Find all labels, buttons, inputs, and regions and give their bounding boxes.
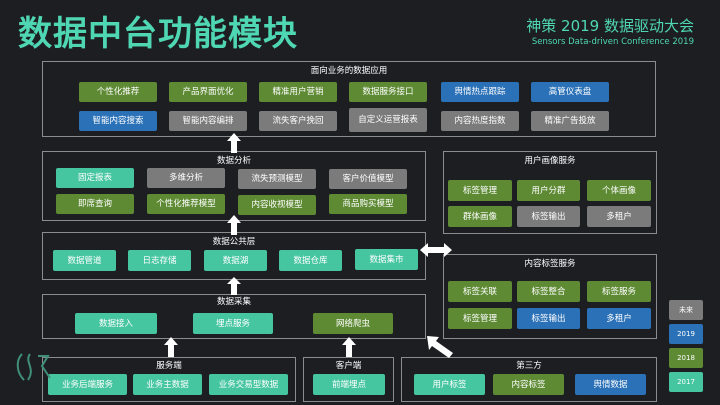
module-box[interactable]: 内容热度指数 — [441, 111, 519, 131]
arrow-up-icon — [164, 337, 178, 357]
module-box[interactable]: 自定义运营报表 — [349, 108, 427, 132]
panel-title: 数据分析 — [216, 156, 251, 166]
module-box[interactable]: 产品界面优化 — [169, 82, 247, 102]
module-box[interactable]: 内容收视模型 — [238, 195, 316, 215]
module-box[interactable]: 多租户 — [587, 308, 651, 329]
arrow-up-icon — [342, 337, 356, 357]
panel-title: 内容标签服务 — [524, 259, 576, 269]
module-box[interactable]: 业务主数据 — [133, 374, 202, 395]
module-box[interactable]: 网络爬虫 — [313, 313, 393, 334]
module-box[interactable]: 数据湖 — [204, 250, 267, 271]
module-box[interactable]: 流失客户挽回 — [259, 111, 337, 131]
page-title: 数据中台功能模块 — [18, 14, 298, 54]
module-box[interactable]: 日志存储 — [128, 250, 191, 271]
module-box[interactable]: 标签整合 — [517, 281, 580, 302]
module-box[interactable]: 前端埋点 — [313, 374, 385, 395]
module-box[interactable]: 标签管理 — [448, 180, 512, 201]
module-box[interactable]: 数据接入 — [75, 313, 157, 334]
module-box[interactable]: 内容标签 — [493, 374, 564, 395]
module-box[interactable]: 数据服务接口 — [349, 82, 427, 102]
module-box[interactable]: 标签输出 — [517, 206, 580, 227]
panel-title: 面向业务的数据应用 — [310, 66, 388, 76]
arrow-up-icon — [227, 215, 241, 235]
module-box[interactable]: 多租户 — [587, 206, 651, 227]
module-box[interactable]: 用户标签 — [414, 374, 485, 395]
module-box[interactable]: 业务后端服务 — [48, 374, 127, 395]
logo-mark-icon — [16, 353, 51, 381]
module-box[interactable]: 多维分析 — [147, 168, 225, 188]
panel-server: 服务端 业务后端服务 业务主数据 业务交易型数据 — [42, 357, 296, 402]
module-box[interactable]: 群体画像 — [448, 206, 512, 227]
double-arrow-icon — [420, 243, 452, 257]
panel-common-layer: 数据公共层 数据管道 日志存储 数据湖 数据仓库 数据集市 — [42, 232, 426, 280]
module-box[interactable]: 即席查询 — [56, 194, 134, 214]
module-box[interactable]: 标签管理 — [448, 308, 512, 329]
arrow-up-icon — [227, 277, 241, 295]
legend-swatch-2017: 2017 — [669, 372, 703, 392]
panel-title: 数据公共层 — [212, 237, 256, 247]
module-box[interactable]: 舆情数据 — [575, 374, 646, 395]
legend-swatch-2019: 2019 — [669, 324, 703, 344]
panel-title: 数据采集 — [216, 297, 251, 307]
legend-swatch-2018: 2018 — [669, 348, 703, 368]
panel-applications: 面向业务的数据应用 个性化推荐 产品界面优化 精准用户营销 数据服务接口 舆情热… — [42, 61, 656, 137]
module-box[interactable]: 标签输出 — [517, 308, 580, 329]
module-box[interactable]: 标签服务 — [587, 281, 651, 302]
legend-swatch-future: 未来 — [669, 300, 703, 320]
diagonal-arrow-icon — [427, 336, 453, 358]
module-box[interactable]: 智能内容编排 — [169, 111, 247, 131]
panel-content-tag: 内容标签服务 标签关联 标签整合 标签服务 标签管理 标签输出 多租户 — [443, 254, 657, 339]
panel-title: 服务端 — [153, 361, 185, 372]
panel-third-party: 第三方 用户标签 内容标签 舆情数据 — [401, 357, 657, 402]
module-box[interactable]: 业务交易型数据 — [209, 374, 288, 395]
module-box[interactable]: 数据管道 — [53, 250, 116, 271]
module-box[interactable]: 商品购买模型 — [329, 194, 407, 214]
module-box[interactable]: 智能内容搜索 — [79, 111, 157, 131]
arrow-up-icon — [227, 133, 241, 153]
module-box[interactable]: 流失预测模型 — [238, 169, 316, 189]
module-box[interactable]: 精准广告投放 — [531, 111, 609, 131]
panel-title: 客户端 — [335, 361, 362, 371]
module-box[interactable]: 数据集市 — [355, 249, 418, 270]
module-box[interactable]: 用户分群 — [517, 180, 580, 201]
module-box[interactable]: 高管仪表盘 — [531, 82, 609, 102]
conference-title: 神策 2019 数据驱动大会 — [526, 17, 694, 35]
module-box[interactable]: 客户价值模型 — [329, 169, 407, 189]
module-box[interactable]: 埋点服务 — [193, 313, 273, 334]
module-box[interactable]: 个体画像 — [587, 180, 651, 201]
module-box[interactable]: 精准用户营销 — [259, 82, 337, 102]
module-box[interactable]: 标签关联 — [448, 281, 512, 302]
panel-client: 客户端 前端埋点 — [303, 357, 394, 402]
panel-collection: 数据采集 数据接入 埋点服务 网络爬虫 — [42, 294, 426, 339]
conference-subtitle: Sensors Data-driven Conference 2019 — [531, 37, 694, 47]
module-box[interactable]: 个性化推荐模型 — [147, 194, 225, 214]
module-box[interactable]: 舆情热点跟踪 — [441, 82, 519, 102]
panel-user-profile: 用户画像服务 标签管理 用户分群 个体画像 群体画像 标签输出 多租户 — [443, 151, 657, 234]
panel-title: 用户画像服务 — [524, 156, 576, 166]
module-box[interactable]: 固定报表 — [56, 168, 134, 188]
module-box[interactable]: 个性化推荐 — [79, 82, 157, 102]
panel-title: 第三方 — [516, 361, 542, 371]
panel-analysis: 数据分析 固定报表 多维分析 流失预测模型 客户价值模型 即席查询 个性化推荐模… — [42, 151, 426, 221]
module-box[interactable]: 数据仓库 — [279, 250, 342, 271]
